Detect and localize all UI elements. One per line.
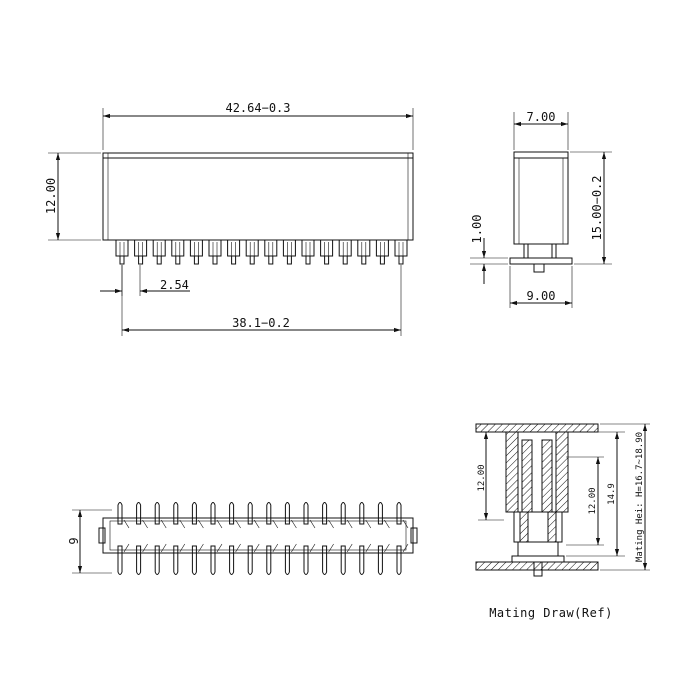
bottom-pin-pair — [191, 502, 204, 575]
front-pin — [375, 239, 389, 265]
side-base-width-dim: 9.00 — [527, 289, 556, 303]
front-pin — [171, 239, 185, 265]
bottom-pin-pair — [266, 502, 279, 575]
front-pin — [357, 239, 371, 265]
side-standoff-dim: 1.00 — [470, 215, 484, 244]
bottom-pin-pair — [359, 502, 372, 575]
mating-caption: Mating Draw(Ref) — [489, 606, 613, 620]
top-pcb — [475, 423, 599, 433]
front-pin — [338, 239, 352, 265]
front-pin-row — [115, 239, 408, 265]
front-pin — [301, 239, 315, 265]
bottom-pin-pair — [229, 502, 241, 575]
bottom-pin-pair — [210, 502, 223, 575]
bottom-pin-grid — [117, 502, 409, 575]
front-pin — [134, 239, 148, 265]
front-pin — [208, 239, 222, 265]
bottom-row-spacing-dim: 9 — [67, 537, 81, 544]
front-pin — [227, 239, 241, 265]
front-pin — [245, 239, 259, 265]
front-pin — [282, 239, 296, 265]
mating-dim-a: 12.00 — [477, 464, 487, 491]
front-height-dim: 12.00 — [44, 178, 58, 214]
front-pin — [394, 239, 408, 265]
bottom-pin-pair — [284, 502, 297, 575]
mating-dim-b: 14.9 — [607, 483, 617, 505]
bottom-pin-pair — [340, 502, 353, 575]
front-pin-span-dim: 38.1−0.2 — [232, 316, 290, 330]
front-width-dim: 42.64−0.3 — [225, 101, 290, 115]
mating-dim-d: Mating Hei: H=16.7~18.90 — [635, 432, 645, 562]
front-pin — [320, 239, 334, 265]
front-pin — [264, 239, 278, 265]
connector-footprint — [102, 517, 414, 554]
front-pitch-dim: 2.54 — [160, 278, 189, 292]
bottom-pin-pair — [322, 502, 334, 575]
front-pin — [152, 239, 166, 265]
mating-view: 12.00 12.00 14.9 Mating Hei: H=16.7~18.9… — [475, 423, 650, 620]
side-view: 7.00 15.00−0.2 1.00 9.00 — [470, 110, 612, 308]
mating-dim-c: 12.00 — [588, 487, 598, 514]
side-height-dim: 15.00−0.2 — [590, 175, 604, 240]
bottom-pin-pair — [377, 502, 390, 575]
bottom-pin-pair — [303, 502, 316, 575]
side-top-width-dim: 7.00 — [527, 110, 556, 124]
connector-body-front — [102, 152, 414, 241]
front-pin — [115, 239, 129, 265]
front-view: 42.64−0.3 12.00 2.54 38.1−0.2 — [44, 101, 414, 336]
bottom-pcb — [475, 561, 599, 571]
bottom-pin-pair — [136, 502, 148, 575]
bottom-pin-pair — [173, 502, 186, 575]
bottom-pin-pair — [396, 502, 409, 575]
bottom-pin-pair — [117, 502, 130, 575]
front-pin — [189, 239, 203, 265]
bottom-pin-pair — [154, 502, 167, 575]
bottom-pin-pair — [247, 502, 260, 575]
connector-body-side — [513, 151, 569, 245]
bottom-view: 9 — [67, 502, 418, 575]
